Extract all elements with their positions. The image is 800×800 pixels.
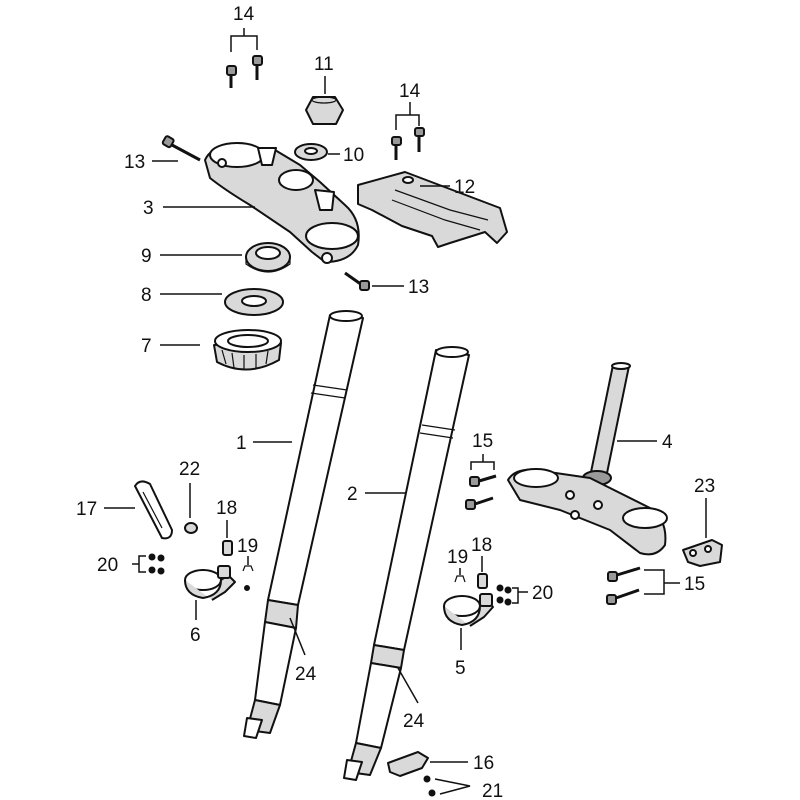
callout-4: 4 — [662, 432, 673, 453]
callout-7: 7 — [141, 336, 152, 357]
bolt-pair-20-right — [496, 584, 512, 606]
fork-clamp-6 — [184, 565, 236, 601]
callout-9: 9 — [141, 246, 152, 267]
bearing-7 — [213, 329, 282, 371]
clip-19-left — [242, 565, 254, 591]
upper-triple-clamp-3 — [204, 142, 360, 264]
callout-13-upper: 13 — [124, 152, 145, 173]
callout-2: 2 — [347, 484, 358, 505]
callout-18-left: 18 — [216, 498, 237, 519]
spacer-18-left — [222, 540, 233, 556]
bolt-pair-15-lower — [606, 566, 641, 605]
callout-24-left: 24 — [295, 664, 317, 685]
leader-lines — [104, 28, 707, 795]
callout-labels: 14 11 14 13 10 12 3 9 13 8 7 1 15 4 2 22… — [76, 4, 715, 800]
callout-21: 21 — [482, 781, 503, 800]
bracket-16 — [387, 751, 429, 777]
spacer-18-right — [477, 573, 488, 589]
callout-19-right: 19 — [447, 547, 468, 568]
stem-nut-11 — [305, 96, 344, 125]
clip-19-right — [454, 575, 466, 583]
grommet-22 — [184, 522, 198, 534]
hose-guide-17 — [134, 480, 173, 540]
callout-17: 17 — [76, 499, 97, 520]
bracket-23 — [682, 539, 723, 567]
callout-15-lower: 15 — [684, 574, 705, 595]
bolt-pair-20-left — [148, 553, 165, 575]
lower-triple-clamp-4 — [507, 362, 668, 556]
callout-19-left: 19 — [237, 536, 258, 557]
callout-6: 6 — [190, 625, 201, 646]
adjusting-nut-9 — [245, 242, 291, 273]
callout-16: 16 — [473, 753, 494, 774]
callout-23: 23 — [694, 476, 715, 497]
washer-10 — [294, 143, 328, 161]
callout-3: 3 — [143, 198, 154, 219]
callout-1: 1 — [236, 433, 247, 454]
fork-clamp-5 — [443, 593, 494, 627]
callout-18-right: 18 — [471, 535, 492, 556]
bolt-13-upper — [161, 135, 201, 162]
bolt-13-lower — [344, 271, 370, 291]
screws-21 — [423, 775, 436, 797]
callout-14-top-left: 14 — [233, 4, 255, 25]
callout-5: 5 — [455, 658, 466, 679]
callout-24-right: 24 — [403, 711, 425, 732]
callout-11: 11 — [314, 54, 334, 75]
callout-13-lower: 13 — [408, 277, 429, 298]
fork-tube-1 — [243, 310, 364, 739]
callout-8: 8 — [141, 285, 152, 306]
bolt-pair-14-top-left — [226, 55, 263, 88]
dust-seal-8 — [224, 288, 284, 316]
fork-tube-2 — [343, 346, 470, 781]
callout-12: 12 — [454, 177, 475, 198]
callout-14-right: 14 — [399, 81, 421, 102]
callout-22: 22 — [179, 459, 200, 480]
bolt-pair-15-upper — [465, 474, 497, 510]
handlebar-clamp-12 — [357, 171, 508, 248]
callout-20-left: 20 — [97, 555, 118, 576]
callout-10: 10 — [343, 145, 364, 166]
bolt-pair-14-right — [391, 127, 425, 160]
callout-15-upper: 15 — [472, 431, 493, 452]
callout-20-right: 20 — [532, 583, 553, 604]
